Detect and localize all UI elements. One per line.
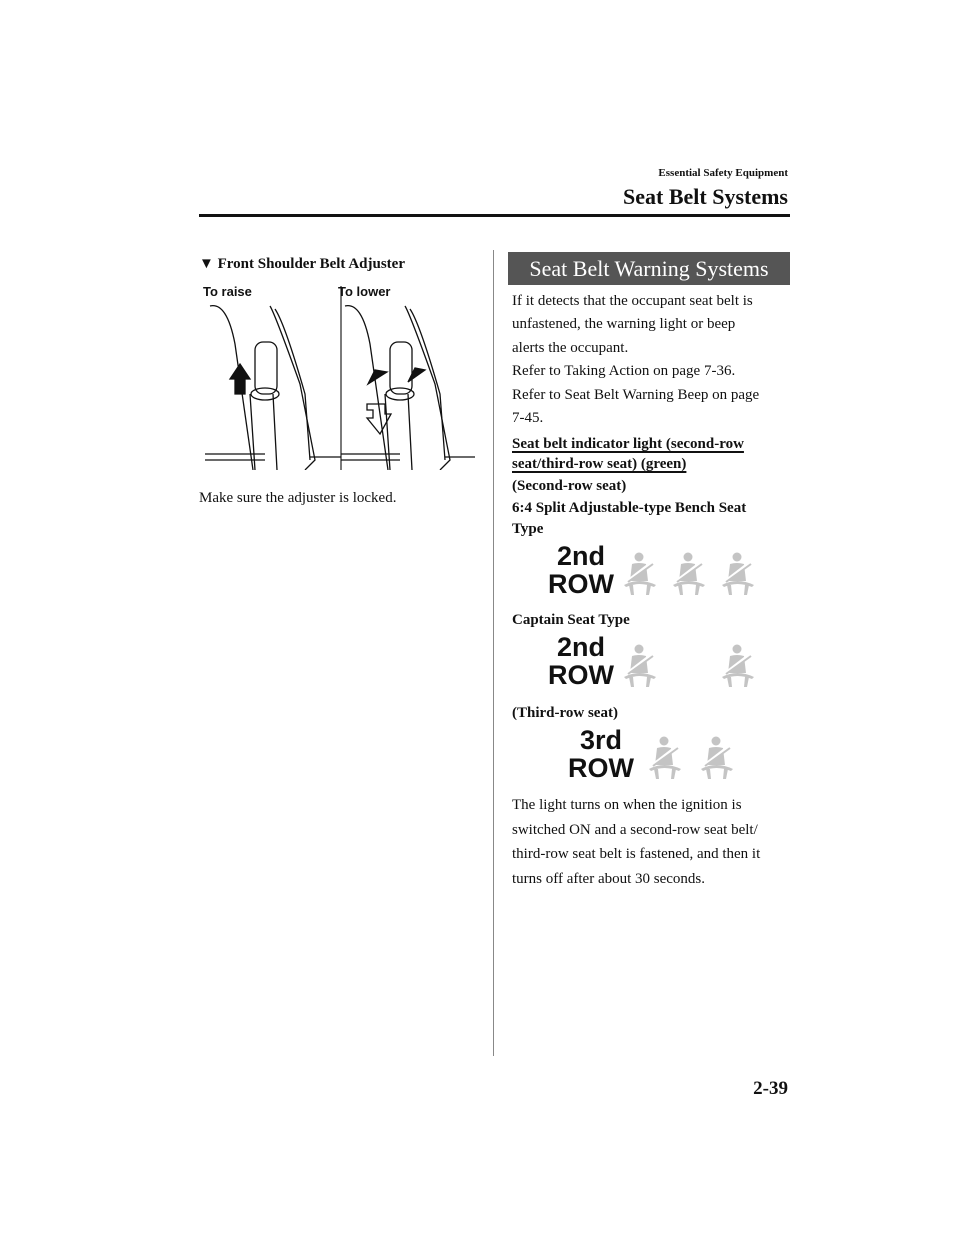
bench-label: Type (512, 521, 544, 537)
bench-label: 6:4 Split Adjustable-type Bench Seat (512, 499, 747, 516)
row-word: ROW (568, 753, 634, 783)
page-title: Seat Belt Systems (623, 184, 788, 209)
row-word: ROW (548, 569, 614, 599)
adjuster-note: Make sure the adjuster is locked. (199, 490, 397, 506)
row-number: 2nd (556, 541, 605, 571)
indicator-subheading: Seat belt indicator light (second-row se… (512, 434, 744, 474)
seat-belt-icon (645, 735, 685, 779)
belt-adjuster-figure: To raise To lower (203, 284, 475, 471)
section-label: Essential Safety Equipment (658, 167, 788, 179)
seat-belt-icon (718, 551, 758, 595)
closing-line: The light turns on when the ignition is (512, 797, 742, 813)
header-rule (199, 214, 790, 217)
subheading-line: seat/third-row seat) (green) (512, 456, 687, 472)
third-row-label: (Third-row seat) (512, 705, 618, 721)
captain-label: Captain Seat Type (512, 612, 630, 628)
row-number: 3rd (579, 725, 622, 755)
subheading-line: Seat belt indicator light (second-row (512, 436, 744, 452)
intro-line: alerts the occupant. (512, 339, 629, 356)
closing-line: turns off after about 30 seconds. (512, 870, 706, 887)
to-lower-label: To lower (338, 284, 391, 299)
intro-line: 7-45. (512, 410, 544, 427)
section-banner: Seat Belt Warning Systems (508, 252, 790, 285)
to-raise-label: To raise (203, 284, 252, 299)
second-row-labels: (Second-row seat) 6:4 Split Adjustable-t… (512, 476, 746, 541)
seat-belt-icon (620, 551, 660, 595)
seat-belt-icon (620, 643, 660, 687)
page-number: 2-39 (753, 1078, 788, 1099)
second-row-label: (Second-row seat) (512, 478, 627, 494)
intro-paragraph: If it detects that the occupant seat bel… (512, 290, 802, 430)
row-word: ROW (548, 660, 614, 690)
row-number: 2nd (556, 632, 605, 662)
triangle-marker-icon: ▼ (199, 256, 214, 272)
seat-belt-icon (697, 735, 737, 779)
intro-line: Refer to Seat Belt Warning Beep on page (512, 386, 760, 403)
adjuster-heading: ▼ Front Shoulder Belt Adjuster (199, 256, 405, 272)
seat-belt-icon (669, 551, 709, 595)
seat-belt-icon (718, 643, 758, 687)
closing-paragraph: The light turns on when the ignition is … (512, 793, 802, 891)
intro-line: Refer to Taking Action on page 7-36. (512, 363, 736, 380)
intro-line: If it detects that the occupant seat bel… (512, 293, 753, 309)
belt-adjuster-illustration (205, 286, 475, 471)
intro-line: unfastened, the warning light or beep (512, 316, 736, 333)
closing-line: switched ON and a second-row seat belt/ (512, 821, 758, 838)
column-divider (493, 250, 494, 1056)
closing-line: third-row seat belt is fastened, and the… (512, 846, 761, 862)
